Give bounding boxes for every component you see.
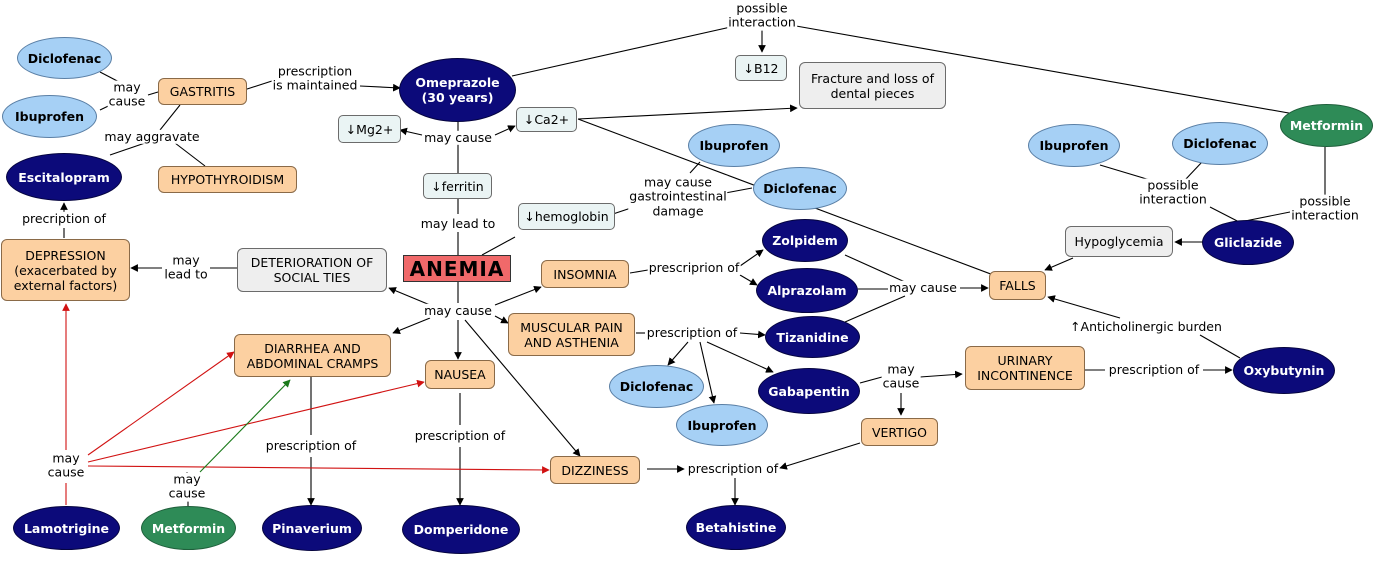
edge-label: may cause xyxy=(881,361,921,392)
escitalopram-node: Escitalopram xyxy=(6,153,122,201)
insomnia-node: INSOMNIA xyxy=(541,260,629,288)
edge-label: possible interaction xyxy=(1138,177,1208,208)
edge-label: may cause xyxy=(46,450,86,481)
edge-label: may cause gastrointestinal damage xyxy=(628,174,728,219)
diclofenac-node: Diclofenac xyxy=(1172,122,1268,165)
hypoglycemia-node: Hypoglycemia xyxy=(1065,226,1173,257)
omeprazole-node: Omeprazole (30 years) xyxy=(399,58,516,122)
metformin-node: Metformin xyxy=(1280,104,1373,147)
mg2-node: ↓Mg2+ xyxy=(338,115,401,143)
betahistine-node: Betahistine xyxy=(686,505,786,550)
diclofenac-node: Diclofenac xyxy=(609,365,704,408)
edge-label: prescription of xyxy=(1107,361,1201,378)
zolpidem-node: Zolpidem xyxy=(762,219,848,262)
gliclazide-node: Gliclazide xyxy=(1202,220,1294,265)
edge-label: may lead to xyxy=(419,215,497,232)
muscular-pain-node: MUSCULAR PAIN AND ASTHENIA xyxy=(508,313,635,356)
domperidone-node: Domperidone xyxy=(402,505,520,554)
edge-label: prescription of xyxy=(645,324,739,341)
vertigo-node: VERTIGO xyxy=(861,418,938,446)
urinary-incontinence-node: URINARY INCONTINENCE xyxy=(965,346,1085,390)
depression-node: DEPRESSION (exacerbated by external fact… xyxy=(1,239,130,301)
ibuprofen-node: Ibuprofen xyxy=(2,95,97,138)
edge-label: may cause xyxy=(423,302,493,319)
gastritis-node: GASTRITIS xyxy=(158,78,247,105)
b12-node: ↓B12 xyxy=(735,55,787,81)
anemia-node: ANEMIA xyxy=(403,255,511,282)
ca2-node: ↓Ca2+ xyxy=(516,107,577,132)
edge-label: ↑Anticholinergic burden xyxy=(1069,318,1223,335)
edge-label: may cause xyxy=(423,129,493,146)
ferritin-node: ↓ferritin xyxy=(423,173,492,199)
pinaverium-node: Pinaverium xyxy=(262,505,362,551)
edge-label: prescription is maintained xyxy=(271,63,359,94)
edge-label: prescription of xyxy=(686,460,780,477)
edge-label: precription of xyxy=(21,210,107,227)
edge-label: may lead to xyxy=(163,252,209,283)
gabapentin-node: Gabapentin xyxy=(758,368,860,414)
oxybutynin-node: Oxybutynin xyxy=(1233,347,1335,394)
edge-label: prescription of xyxy=(413,427,507,444)
edge-label: may cause xyxy=(167,471,207,502)
metformin-node: Metformin xyxy=(141,506,236,550)
edge-label: may cause xyxy=(107,79,147,110)
alprazolam-node: Alprazolam xyxy=(756,268,858,313)
deterioration-social-ties-node: DETERIORATION OF SOCIAL TIES xyxy=(237,248,387,292)
diarrhea-node: DIARRHEA AND ABDOMINAL CRAMPS xyxy=(234,334,391,377)
tizanidine-node: Tizanidine xyxy=(765,316,860,358)
edge-label: may cause xyxy=(888,279,958,296)
edge-label: possible interaction xyxy=(1290,193,1360,224)
nausea-node: NAUSEA xyxy=(425,360,495,389)
ibuprofen-node: Ibuprofen xyxy=(676,404,768,446)
edge-label: may aggravate xyxy=(103,128,201,145)
edge-label: prescriprion of xyxy=(647,259,741,276)
ibuprofen-node: Ibuprofen xyxy=(688,124,780,167)
fracture-node: Fracture and loss of dental pieces xyxy=(799,62,946,109)
falls-node: FALLS xyxy=(989,271,1046,300)
ibuprofen-node: Ibuprofen xyxy=(1028,124,1120,167)
hypothyroidism-node: HYPOTHYROIDISM xyxy=(158,166,297,193)
hemoglobin-node: ↓hemoglobin xyxy=(518,203,615,230)
diclofenac-node: Diclofenac xyxy=(17,37,112,79)
diclofenac-node: Diclofenac xyxy=(753,167,847,210)
edge-label: prescription of xyxy=(264,437,358,454)
dizziness-node: DIZZINESS xyxy=(550,456,640,484)
edge-label: possible interaction xyxy=(727,0,797,31)
lamotrigine-node: Lamotrigine xyxy=(13,506,120,550)
